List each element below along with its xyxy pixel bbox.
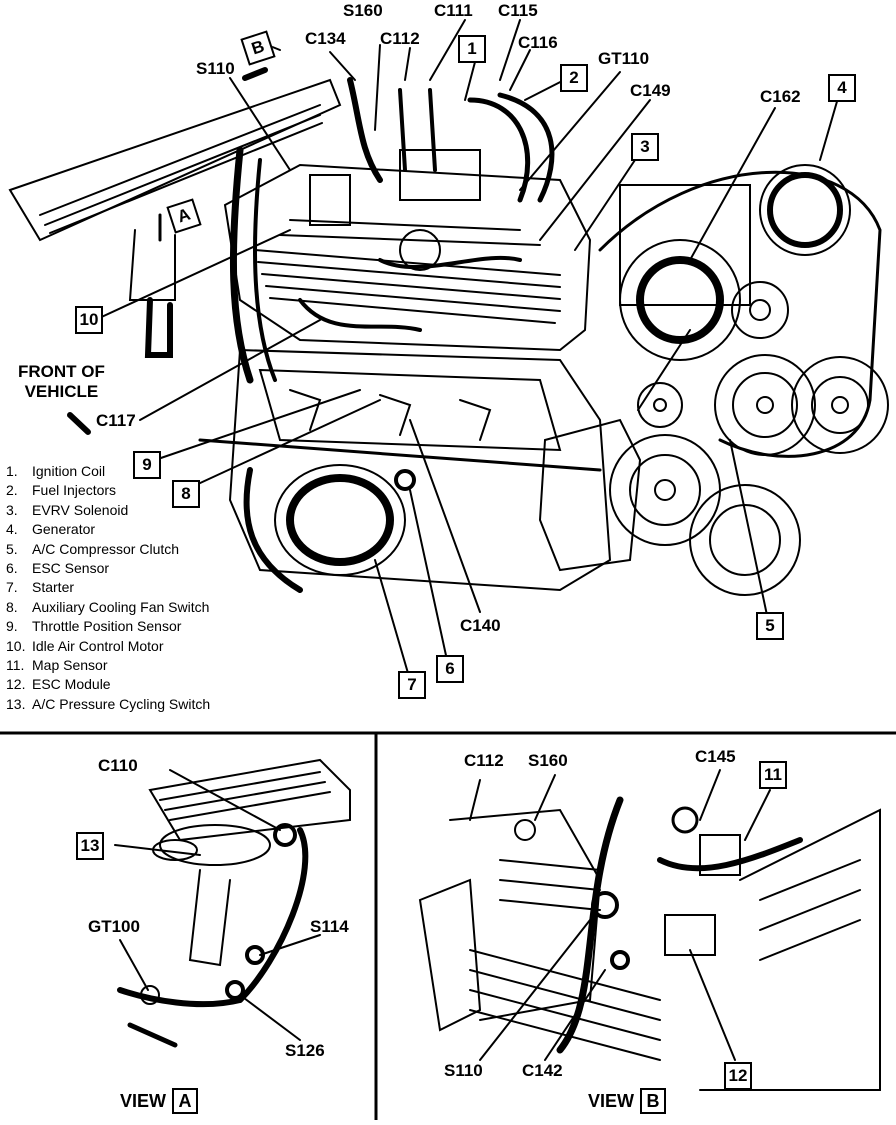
label-c115: C115 — [498, 1, 538, 20]
legend-item: 4. Generator — [6, 520, 210, 539]
component-legend: 1. Ignition Coil 2. Fuel Injectors 3. EVRV So… — [6, 462, 210, 714]
legend-item: 9. Throttle Position Sensor — [6, 617, 210, 636]
callout-4: 4 — [828, 74, 856, 102]
legend-text: Map Sensor — [32, 657, 108, 674]
legend-number: 10. — [6, 637, 26, 654]
legend-text: Throttle Position Sensor — [32, 618, 182, 635]
legend-item: 11. Map Sensor — [6, 656, 210, 675]
legend-text: Generator — [32, 521, 96, 538]
legend-number: 12. — [6, 676, 26, 693]
legend-text: ESC Module — [32, 676, 111, 693]
label-c149: C149 — [630, 81, 671, 100]
legend-number: 5. — [6, 540, 18, 557]
legend-item: 8. Auxiliary Cooling Fan Switch — [6, 598, 210, 617]
view-b-callout-11: 11 — [759, 761, 787, 789]
view-b-label-s110: S110 — [444, 1061, 483, 1080]
legend-text: Auxiliary Cooling Fan Switch — [32, 598, 210, 615]
legend-item: 2. Fuel Injectors — [6, 481, 210, 500]
callout-1: 1 — [458, 35, 486, 63]
legend-text: A/C Pressure Cycling Switch — [32, 695, 211, 712]
callout-7: 7 — [398, 671, 426, 699]
legend-number: 9. — [6, 618, 18, 635]
label-c140: C140 — [460, 616, 501, 635]
front-of-vehicle-label: FRONT OF VEHICLE — [18, 362, 105, 401]
view-b-callout-12: 12 — [724, 1062, 752, 1090]
callout-3: 3 — [631, 133, 659, 161]
view-b-label-s160: S160 — [528, 751, 568, 770]
callout-6: 6 — [436, 655, 464, 683]
legend-number: 8. — [6, 598, 18, 615]
legend-item: 10. Idle Air Control Motor — [6, 637, 210, 656]
legend-number: 2. — [6, 482, 18, 499]
callout-2: 2 — [560, 64, 588, 92]
callout-5: 5 — [756, 612, 784, 640]
legend-item: 6. ESC Sensor — [6, 559, 210, 578]
legend-item: 5. A/C Compressor Clutch — [6, 540, 210, 559]
label-c134: C134 — [305, 29, 346, 48]
label-c112: C112 — [380, 29, 420, 48]
callout-9: 9 — [133, 451, 161, 479]
legend-number: 13. — [6, 695, 26, 712]
legend-text: Ignition Coil — [32, 463, 106, 479]
view-a-letter: A — [172, 1088, 199, 1114]
view-b-letter: B — [640, 1088, 667, 1114]
legend-item: 7. Starter — [6, 578, 210, 597]
view-a-label-gt100: GT100 — [88, 917, 140, 936]
legend-number: 11. — [6, 657, 25, 674]
label-c117: C117 — [96, 411, 136, 430]
view-a-label-c110: C110 — [98, 756, 138, 775]
legend-item: 12. ESC Module — [6, 675, 210, 694]
label-gt110: GT110 — [598, 49, 650, 68]
legend-text: Fuel Injectors — [32, 482, 117, 499]
label-c116: C116 — [518, 33, 558, 52]
view-a-label-s126: S126 — [285, 1041, 325, 1060]
view-a-label-s114: S114 — [310, 917, 349, 936]
legend-item: 13. A/C Pressure Cycling Switch — [6, 695, 210, 714]
view-b-label-c145: C145 — [695, 747, 736, 766]
label-c162: C162 — [760, 87, 801, 106]
legend-number: 7. — [6, 579, 18, 596]
legend-text: EVRV Solenoid — [32, 501, 129, 518]
label-s110: S110 — [196, 59, 235, 78]
legend-text: Starter — [32, 579, 75, 596]
view-b-label-c112: C112 — [464, 751, 504, 770]
legend-number: 6. — [6, 560, 18, 577]
legend-number: 4. — [6, 521, 18, 538]
legend-text: Idle Air Control Motor — [32, 637, 164, 654]
label-c111: C111 — [434, 1, 473, 20]
legend-number: 3. — [6, 501, 18, 518]
legend-text: ESC Sensor — [32, 560, 110, 577]
legend-text: A/C Compressor Clutch — [32, 540, 180, 557]
legend-item: 1. Ignition Coil — [6, 462, 210, 481]
legend-number: 1. — [6, 463, 18, 479]
callout-10: 10 — [75, 306, 103, 334]
legend-item: 3. EVRV Solenoid — [6, 501, 210, 520]
label-s160: S160 — [343, 1, 383, 20]
callout-8: 8 — [172, 480, 200, 508]
view-a-callout-13: 13 — [76, 832, 104, 860]
view-b-label-c142: C142 — [522, 1061, 563, 1080]
